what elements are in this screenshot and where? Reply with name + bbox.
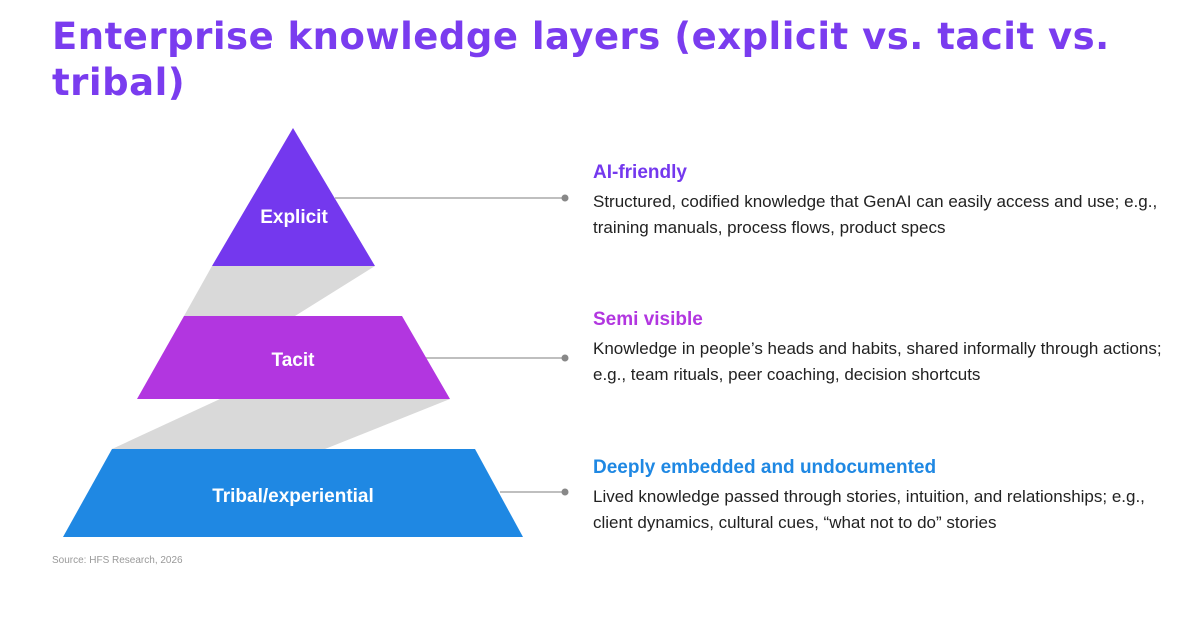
layer-tribal — [63, 449, 523, 537]
description-body: Knowledge in people’s heads and habits, … — [593, 339, 1162, 384]
layer-label-tribal: Tribal/experiential — [212, 486, 374, 507]
description-tribal: Deeply embedded and undocumented Lived k… — [593, 456, 1173, 536]
description-heading: Deeply embedded and undocumented — [593, 457, 937, 478]
shadow-explicit-tacit — [184, 266, 375, 316]
connector-dot-explicit — [561, 194, 569, 202]
connector-dot-tribal — [561, 488, 569, 496]
layer-label-tacit: Tacit — [272, 350, 316, 371]
description-body: Lived knowledge passed through stories, … — [593, 487, 1145, 532]
connector-dot-tacit — [561, 354, 569, 362]
layer-explicit — [212, 128, 375, 266]
page-title: Enterprise knowledge layers (explicit vs… — [52, 15, 1110, 104]
source-note: Source: HFS Research, 2026 — [52, 555, 183, 566]
description-explicit: AI-friendly Structured, codified knowled… — [593, 161, 1173, 241]
description-heading: AI-friendly — [593, 162, 687, 183]
description-body: Structured, codified knowledge that GenA… — [593, 192, 1158, 237]
layer-label-explicit: Explicit — [260, 207, 328, 228]
description-tacit: Semi visible Knowledge in people’s heads… — [593, 308, 1173, 388]
layer-tacit — [137, 316, 450, 399]
description-heading: Semi visible — [593, 309, 703, 330]
shadow-tacit-tribal — [112, 399, 450, 449]
